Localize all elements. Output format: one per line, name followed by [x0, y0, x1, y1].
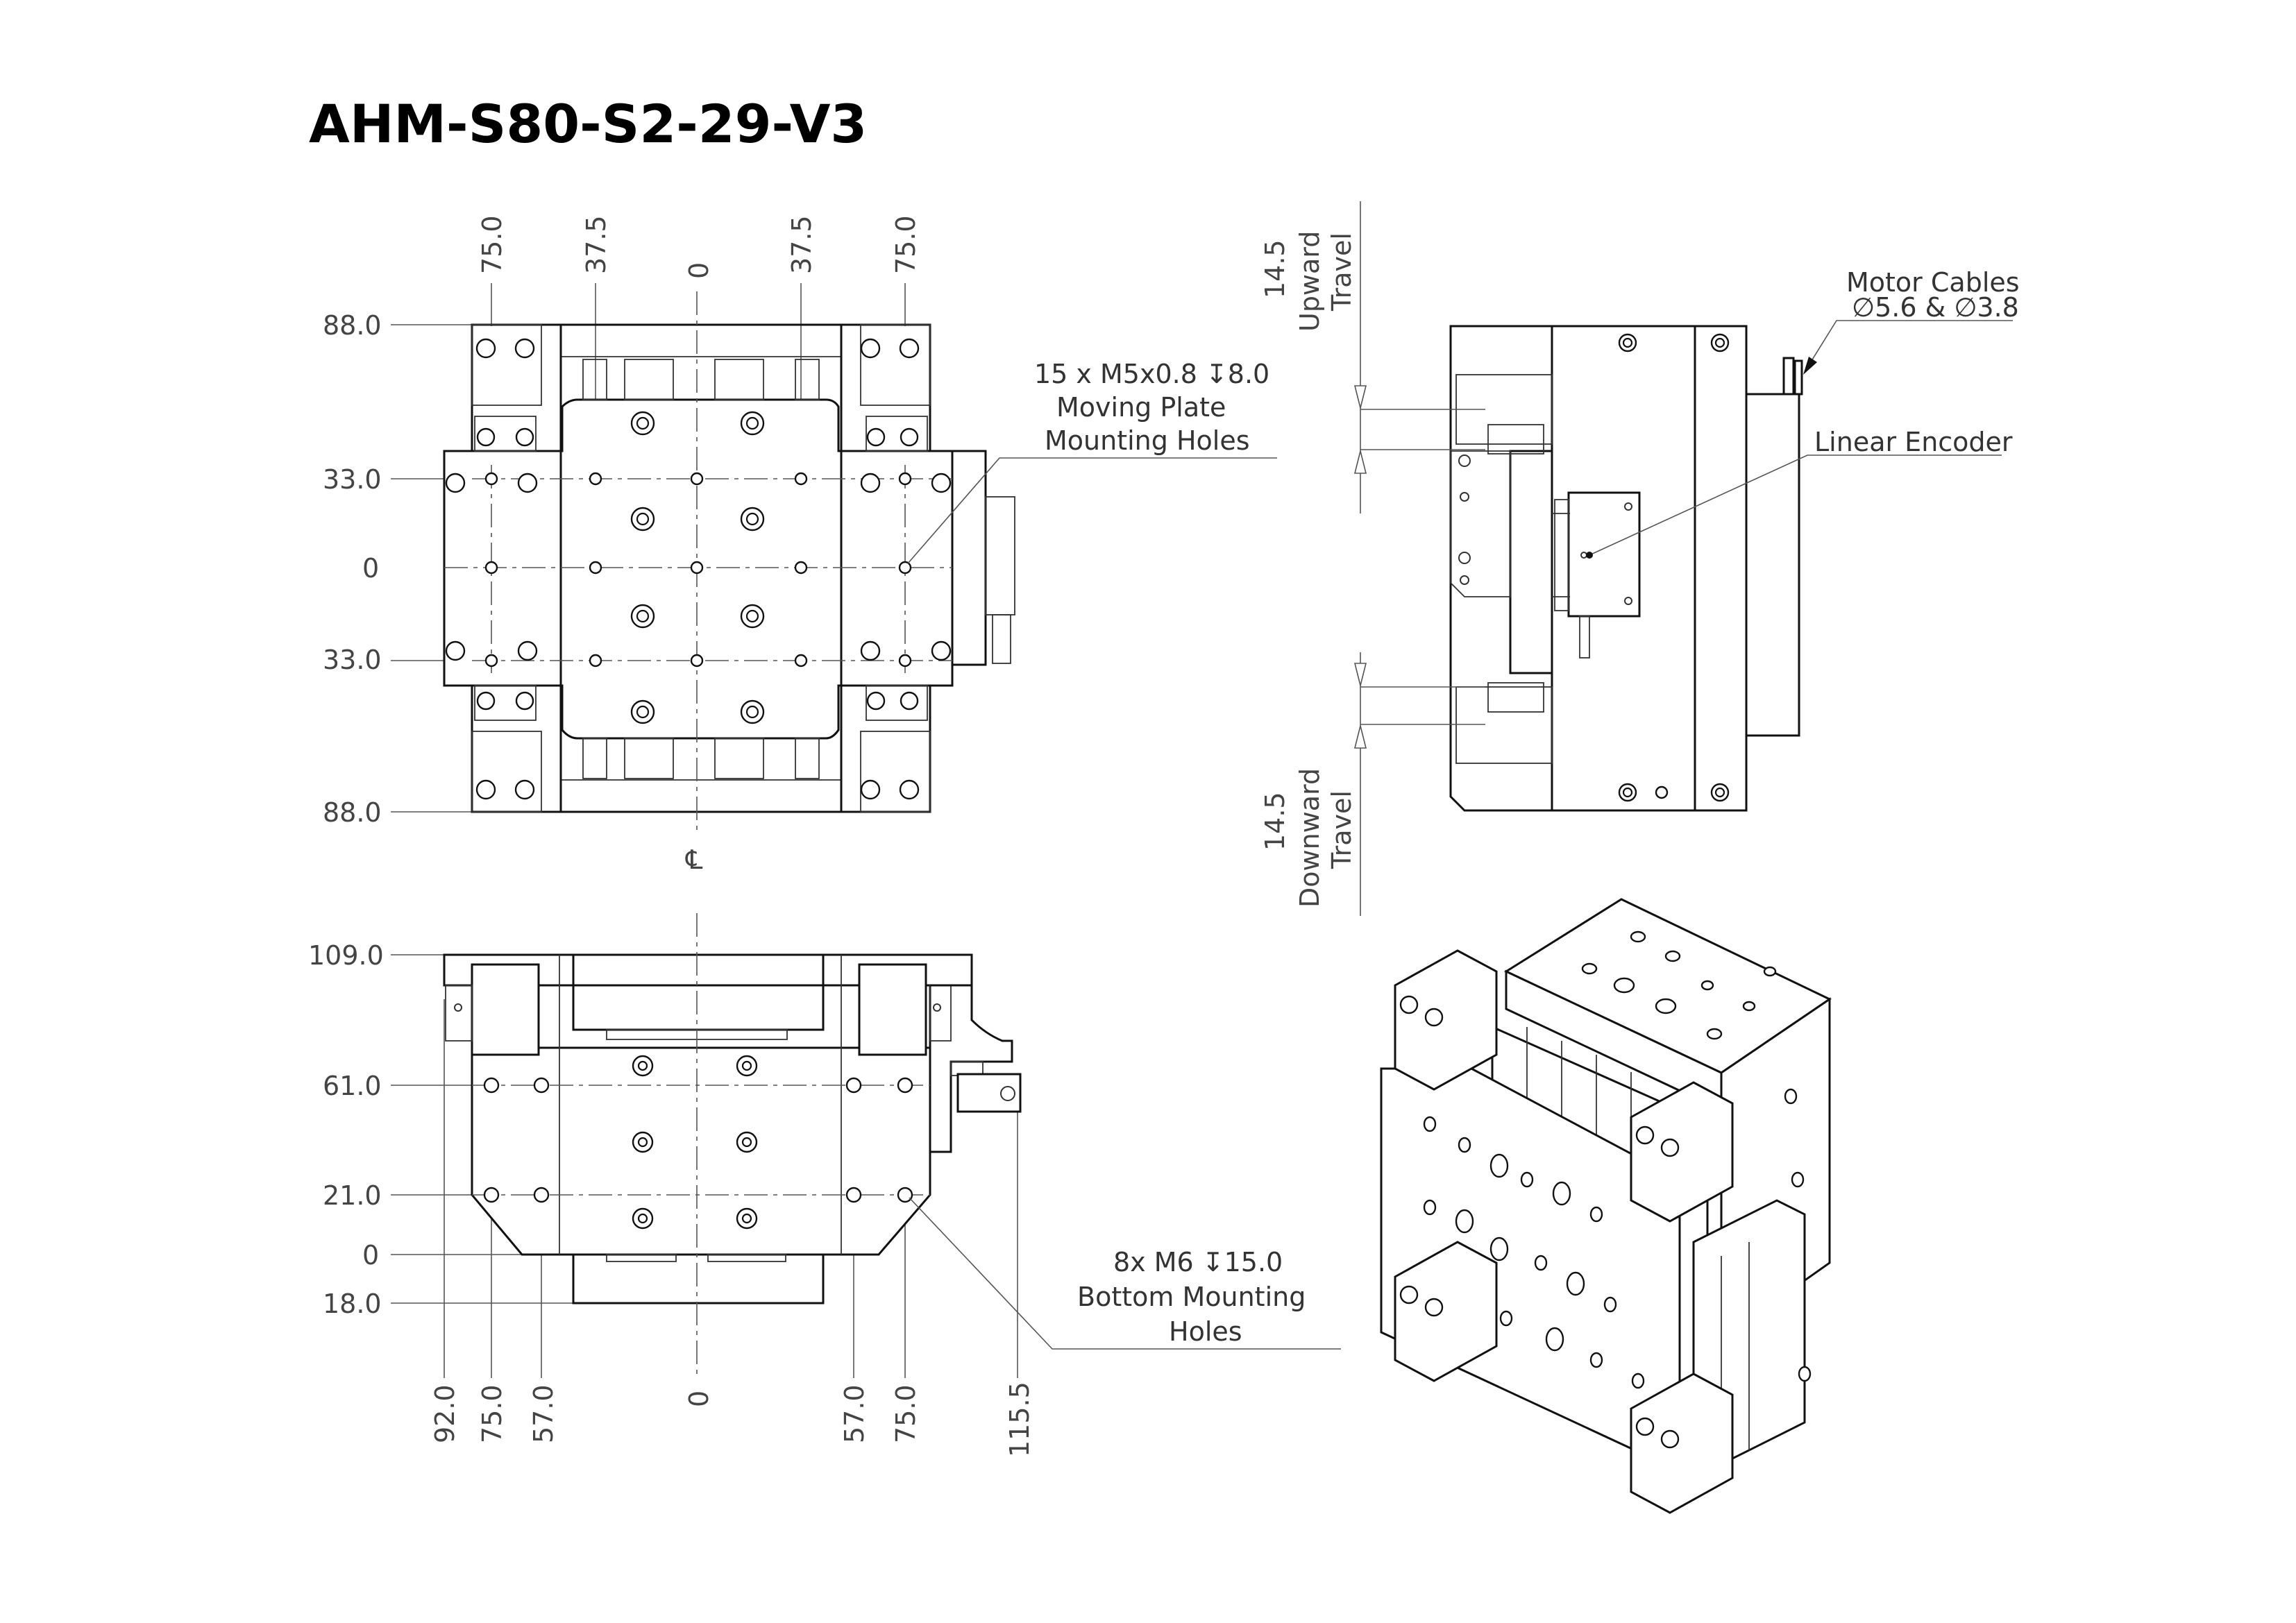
- dim-x-75-left: 75.0: [477, 1384, 507, 1443]
- dim-x-plus37: 37.5: [786, 215, 817, 274]
- moving-plate-holes-callout: 15 x M5x0.8 ↧8.0 Moving Plate Mounting H…: [907, 359, 1277, 564]
- dim-y-88-bottom: 88.0: [323, 797, 382, 828]
- motor-cables-callout: Motor Cables ∅5.6 & ∅3.8: [1803, 267, 2020, 375]
- dim-y-88-top: 88.0: [323, 310, 382, 341]
- dim-x-115: 115.5: [1004, 1382, 1035, 1457]
- dim-y-33-bottom: 33.0: [323, 645, 382, 675]
- dim-y-zero-front: 0: [362, 1240, 379, 1271]
- dim-y-18: 18.0: [323, 1289, 382, 1319]
- bottom-mounting-holes-callout: 8x M6 ↧15.0 Bottom Mounting Holes: [909, 1197, 1341, 1350]
- callout-mounting-holes: Mounting Holes: [1045, 425, 1250, 456]
- centerline-symbol: ℄: [685, 844, 703, 875]
- dim-x-57-right: 57.0: [839, 1384, 870, 1443]
- dim-y-109: 109.0: [308, 940, 384, 971]
- top-view-holes: [445, 338, 952, 800]
- motor-cables-label: Motor Cables: [1846, 267, 2020, 298]
- top-view-y-dimensions: 88.0 33.0 0 33.0 88.0: [323, 310, 382, 828]
- top-view-body: [443, 323, 1015, 813]
- top-view-x-dimensions: 75.0 37.5 0 37.5 75.0: [477, 215, 921, 279]
- linear-encoder-label: Linear Encoder: [1814, 427, 2013, 457]
- side-view-body: [1449, 325, 1803, 812]
- front-view-y-dimensions: 109.0 61.0 21.0 0 18.0: [308, 940, 384, 1319]
- isometric-view: [1380, 898, 1832, 1514]
- callout-thread-spec: 15 x M5x0.8 ↧8.0: [1034, 359, 1269, 389]
- dim-x-zero: 0: [684, 262, 714, 279]
- top-view: 75.0 37.5 0 37.5 75.0 88.0 33.0 0 33.0 8…: [323, 215, 1277, 875]
- dim-x-57-left: 57.0: [528, 1384, 559, 1443]
- linear-encoder-callout: Linear Encoder: [1586, 427, 2013, 559]
- callout-moving-plate: Moving Plate: [1056, 392, 1226, 423]
- downward-travel-label-2: Travel: [1326, 790, 1357, 869]
- travel-dimensions: 14.5 Upward Travel 14.5 Downward Travel: [1260, 201, 1485, 916]
- front-view-body: [443, 913, 1022, 1378]
- callout-m6-spec: 8x M6 ↧15.0: [1113, 1247, 1283, 1277]
- dim-x-minus75: 75.0: [477, 215, 507, 274]
- upward-travel-value: 14.5: [1260, 239, 1290, 298]
- dim-x-75-right: 75.0: [890, 1384, 921, 1443]
- callout-bottom-mounting: Bottom Mounting: [1077, 1282, 1306, 1312]
- upward-travel-label-1: Upward: [1294, 231, 1325, 332]
- dim-x-minus37: 37.5: [581, 215, 611, 274]
- drawing-title: AHM-S80-S2-29-V3: [309, 93, 867, 155]
- dim-y-zero: 0: [362, 553, 379, 584]
- dim-y-21: 21.0: [323, 1180, 382, 1211]
- side-view: 14.5 Upward Travel 14.5 Downward Travel …: [1260, 201, 2020, 916]
- downward-travel-label-1: Downward: [1294, 768, 1325, 908]
- front-view-x-dimensions: 92.0 75.0 57.0 0 57.0 75.0 115.5: [430, 1382, 1035, 1457]
- upward-travel-label-2: Travel: [1326, 232, 1357, 312]
- dim-y-33-top: 33.0: [323, 464, 382, 495]
- front-view: 109.0 61.0 21.0 0 18.0 92.0 75.0 57.0 0 …: [308, 913, 1341, 1457]
- dim-x-92: 92.0: [430, 1384, 460, 1443]
- downward-travel-value: 14.5: [1260, 792, 1290, 851]
- motor-cables-diameters: ∅5.6 & ∅3.8: [1852, 292, 2019, 323]
- callout-holes: Holes: [1169, 1316, 1242, 1347]
- dim-y-61: 61.0: [323, 1071, 382, 1101]
- dim-x-plus75: 75.0: [890, 215, 921, 274]
- dim-x-zero-front: 0: [684, 1391, 714, 1407]
